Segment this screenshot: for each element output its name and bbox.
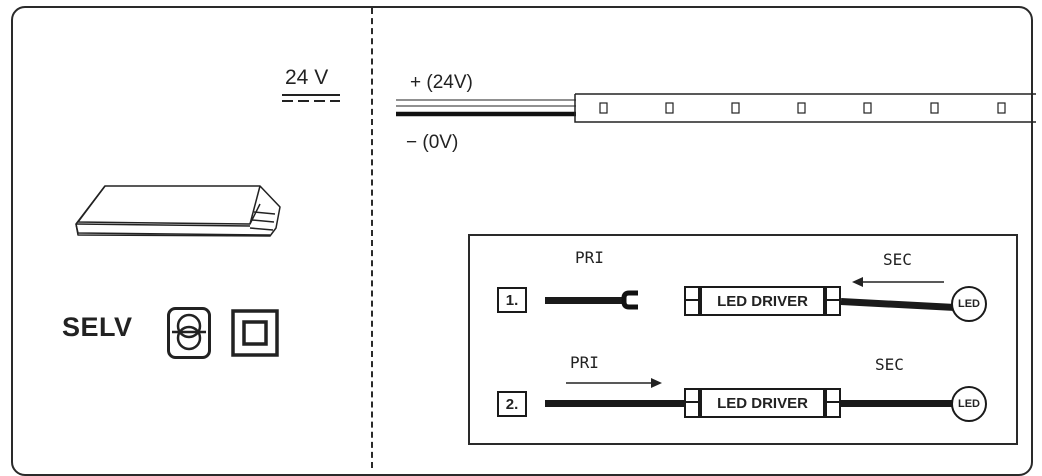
row1-led-icon: LED <box>951 286 987 322</box>
row1-primary-cable <box>545 297 623 304</box>
selv-label: SELV <box>62 312 133 342</box>
row2-led-icon: LED <box>951 386 987 422</box>
driver-end-cap <box>684 388 700 418</box>
row1-step-badge: 1. <box>497 287 527 313</box>
class-ii-double-insulation-icon <box>231 309 279 357</box>
driver-end-cap <box>825 388 841 418</box>
row1-led-driver: LED DRIVER <box>684 286 841 316</box>
panel-divider <box>371 8 373 468</box>
led-chip-icon <box>930 102 939 114</box>
connection-order-inset <box>468 234 1018 445</box>
positive-wire-label: + (24V) <box>410 72 473 93</box>
row1-pri-label: PRI <box>575 248 604 267</box>
row1-sec-label: SEC <box>883 250 912 269</box>
row2-pri-arrow-icon <box>566 378 662 388</box>
led-chip-icon <box>863 102 872 114</box>
safety-transformer-icon <box>167 307 211 359</box>
row2-step-badge: 2. <box>497 391 527 417</box>
led-strip-wires <box>396 99 576 117</box>
driver-end-cap <box>684 286 700 316</box>
plug-connector-icon <box>621 290 638 310</box>
dc-symbol-icon <box>282 94 340 102</box>
row1-driver-label: LED DRIVER <box>700 286 825 316</box>
row2-secondary-cable <box>841 400 953 407</box>
led-chip-icon <box>731 102 740 114</box>
driver-housing-icon <box>75 185 281 237</box>
row1-sec-arrow-icon <box>852 277 944 287</box>
led-chip-icon <box>665 102 674 114</box>
driver-end-cap <box>825 286 841 316</box>
row2-sec-label: SEC <box>875 355 904 374</box>
row2-led-driver: LED DRIVER <box>684 388 841 418</box>
negative-wire-label: − (0V) <box>406 132 459 153</box>
voltage-label: 24 V <box>285 66 329 89</box>
row2-driver-label: LED DRIVER <box>700 388 825 418</box>
led-chip-icon <box>997 102 1006 114</box>
led-chip-icon <box>599 102 608 114</box>
led-strip <box>574 93 1036 123</box>
row2-primary-cable <box>545 400 686 407</box>
led-chip-icon <box>797 102 806 114</box>
row2-pri-label: PRI <box>570 353 599 372</box>
